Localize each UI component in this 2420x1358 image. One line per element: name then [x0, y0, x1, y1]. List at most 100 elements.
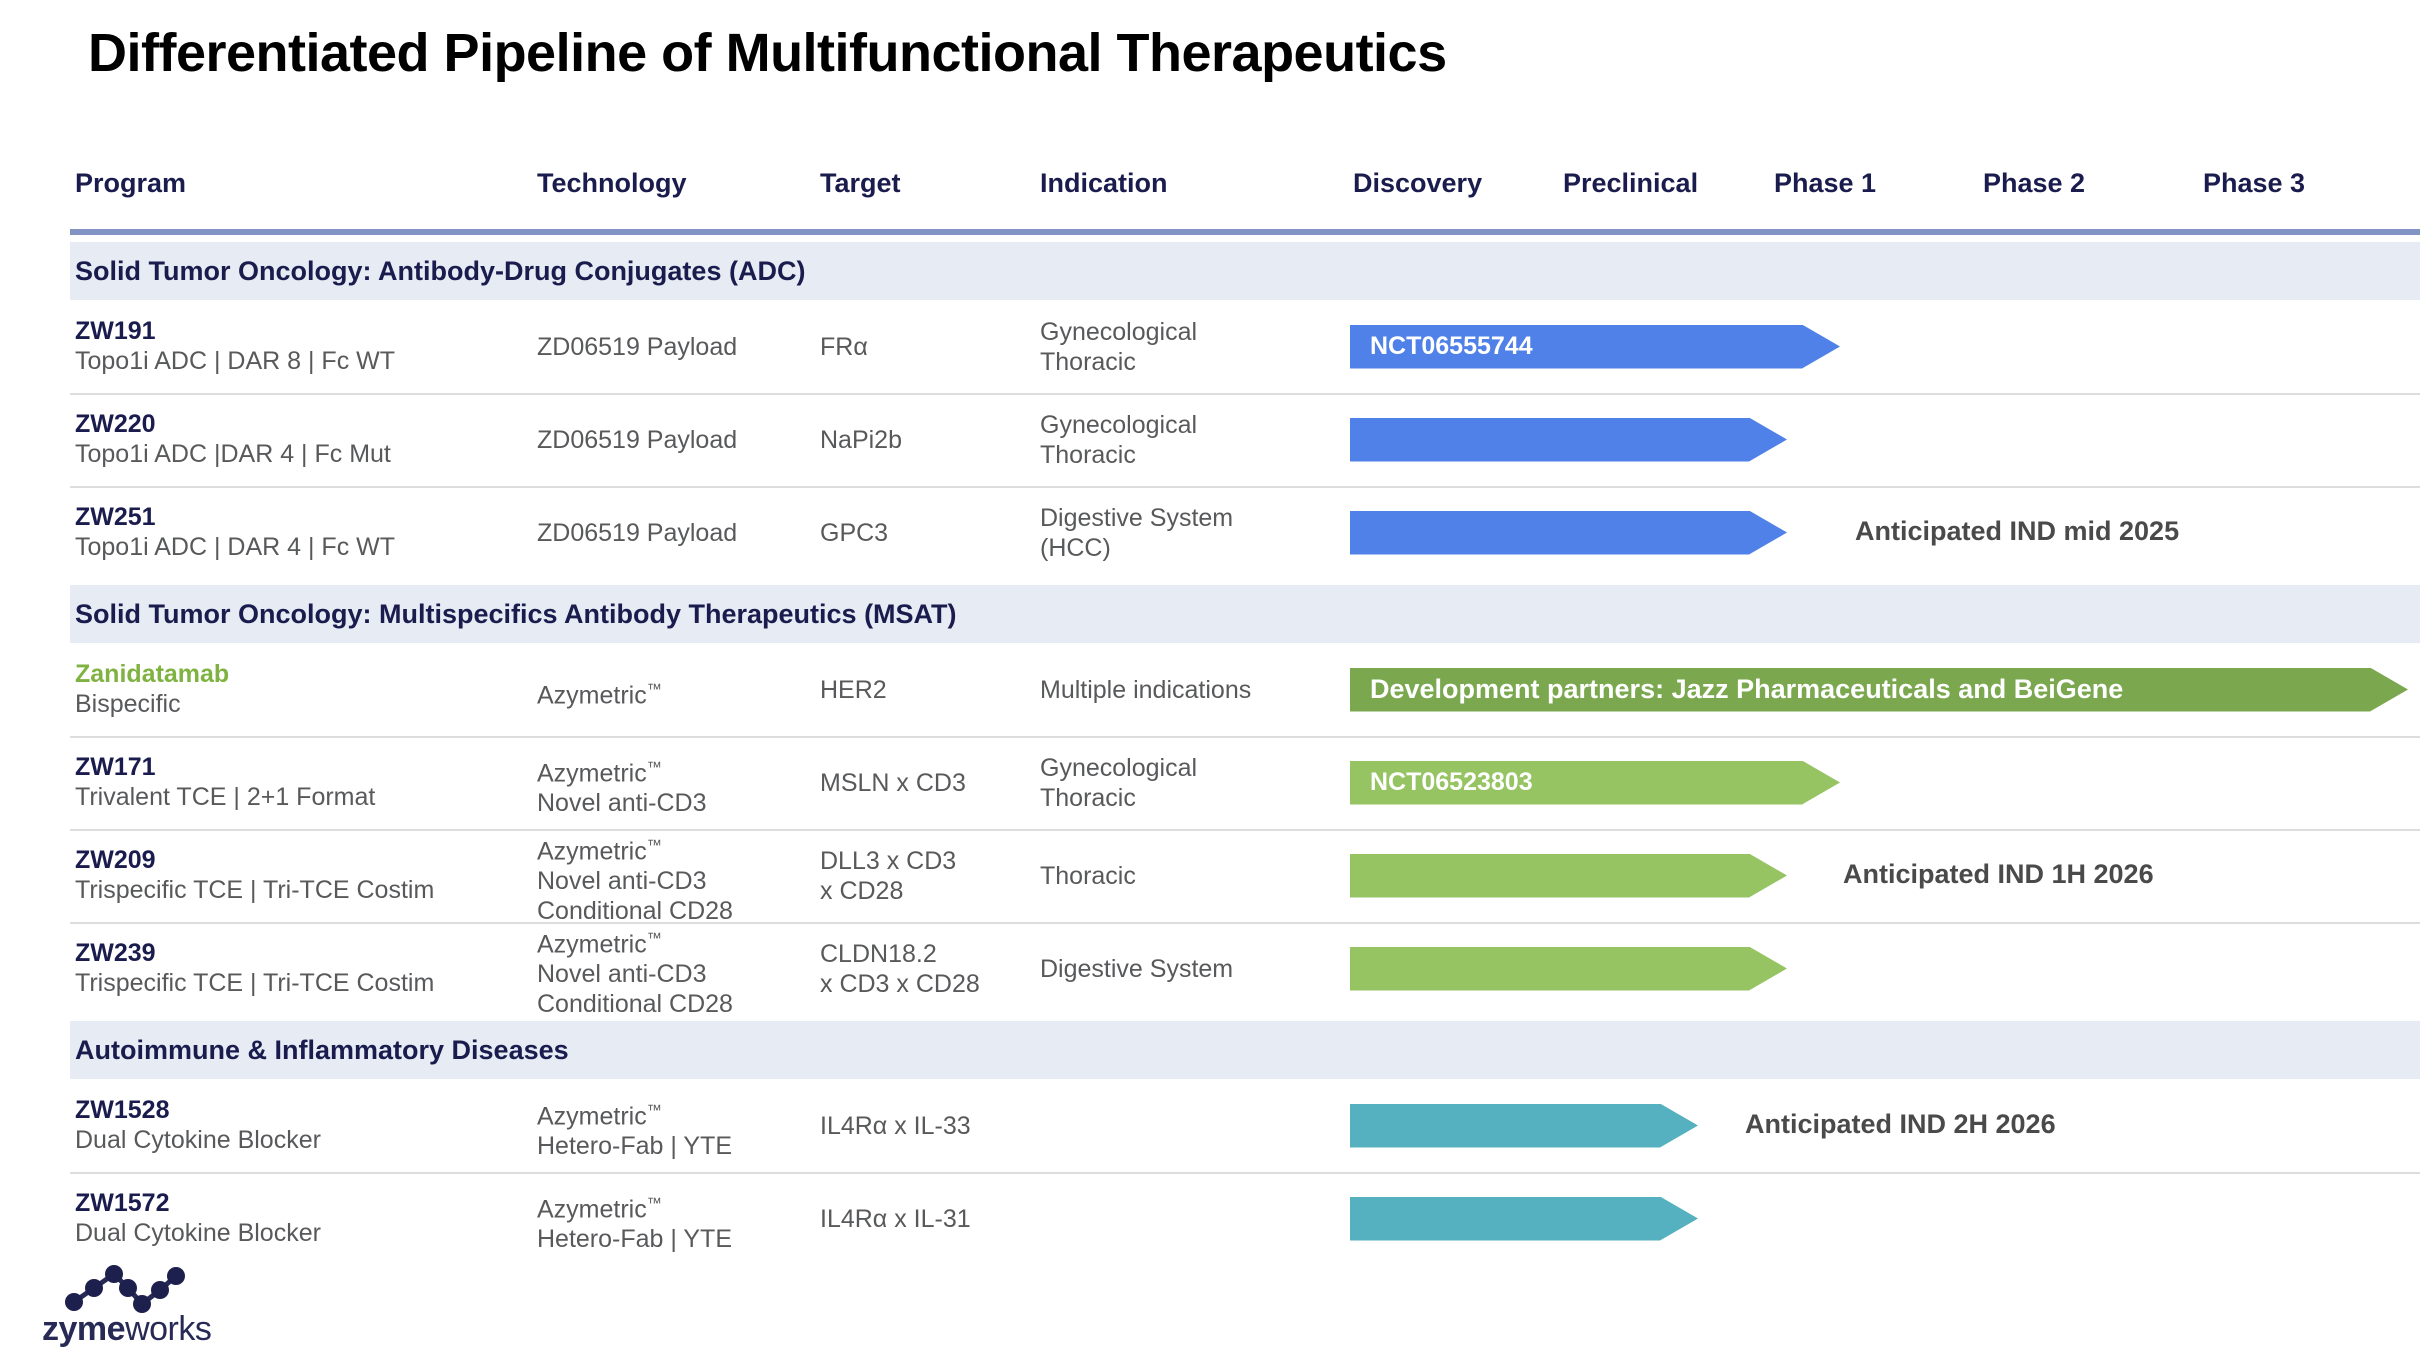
column-header-program: Program: [75, 168, 187, 198]
milestone-note: Anticipated IND mid 2025: [1855, 515, 2180, 546]
indication-cell-line: Thoracic: [1040, 347, 1136, 376]
indication-cell-line: (HCC): [1040, 533, 1111, 562]
technology-cell-line: Hetero-Fab | YTE: [537, 1131, 732, 1160]
program-name: Zanidatamab: [75, 659, 230, 688]
indication-cell: Digestive System: [1040, 954, 1233, 984]
target-cell-line: IL4Rα x IL-33: [820, 1111, 971, 1140]
table-row[interactable]: [70, 393, 2420, 486]
indication-cell-line: Gynecological: [1040, 410, 1198, 439]
technology-cell-line: Azymetric™: [537, 680, 662, 709]
target-cell-line: HER2: [820, 675, 887, 704]
table-column-headers: Program Technology Target Indication Discove…: [0, 168, 2420, 224]
section-header-adc: Solid Tumor Oncology: Antibody-Drug Conj…: [70, 242, 2420, 300]
table-row[interactable]: [70, 300, 2420, 393]
column-header-indication: Indication: [1040, 168, 1168, 198]
phase-bar[interactable]: [1350, 1103, 1698, 1148]
technology-cell-line: Azymetric™: [537, 836, 662, 865]
phase-bar[interactable]: [1350, 510, 1787, 555]
section-header-label: Solid Tumor Oncology: Multispecifics Ant…: [75, 598, 957, 629]
phase-bar[interactable]: Development partners: Jazz Pharmaceutica…: [1350, 667, 2408, 712]
phase-bar[interactable]: [1350, 1196, 1698, 1241]
column-header-technology: Technology: [537, 168, 687, 198]
program-name: ZW1528: [75, 1095, 170, 1124]
program-subtitle: Dual Cytokine Blocker: [75, 1125, 321, 1154]
indication-cell: Thoracic: [1040, 861, 1136, 891]
row-separator: [70, 829, 2420, 831]
zymeworks-logo: zymeworks: [42, 1258, 272, 1350]
indication-cell-line: Multiple indications: [1040, 675, 1252, 704]
milestone-note: Anticipated IND 1H 2026: [1843, 858, 2154, 889]
logo-node-graphic: [65, 1265, 185, 1313]
phase-bar[interactable]: [1350, 417, 1787, 462]
target-cell-line: x CD3 x CD28: [820, 969, 980, 998]
indication-cell-line: Thoracic: [1040, 440, 1136, 469]
table-row[interactable]: [70, 736, 2420, 829]
technology-cell-line: Azymetric™: [537, 1194, 662, 1223]
technology-cell-line: ZD06519 Payload: [537, 518, 738, 547]
indication-cell-line: Digestive System: [1040, 503, 1234, 532]
technology-cell-line: Hetero-Fab | YTE: [537, 1224, 732, 1253]
table-row[interactable]: [70, 1079, 2420, 1172]
indication-cell-line: Gynecological: [1040, 317, 1198, 346]
indication-cell: Multiple indications: [1040, 675, 1251, 705]
phase-bar[interactable]: [1350, 853, 1787, 898]
target-cell: HER2: [820, 675, 887, 705]
technology-cell-line: Azymetric™: [537, 929, 662, 958]
technology-cell-line: Novel anti-CD3: [537, 866, 707, 895]
technology-cell-line: Azymetric™: [537, 758, 662, 787]
logo-wordmark-bold: zyme: [42, 1310, 126, 1348]
technology-cell-line: Novel anti-CD3: [537, 788, 707, 817]
target-cell: MSLN x CD3: [820, 768, 966, 798]
section-header-msat: Solid Tumor Oncology: Multispecifics Ant…: [70, 585, 2420, 643]
technology-cell: ZD06519 Payload: [537, 425, 737, 455]
column-header-phase-3: Phase 3: [2203, 168, 2306, 198]
program-subtitle: Bispecific: [75, 689, 181, 718]
target-cell: IL4Rα x IL-33: [820, 1111, 971, 1141]
section-header-label: Autoimmune & Inflammatory Diseases: [75, 1034, 569, 1065]
indication-cell-line: Thoracic: [1040, 861, 1136, 890]
pipeline-table: Program Technology Target Indication Discove…: [0, 168, 2420, 235]
program-name: ZW251: [75, 502, 156, 531]
program-name: ZW220: [75, 409, 156, 438]
indication-cell: Digestive System(HCC): [1040, 503, 1233, 563]
column-header-phase-1: Phase 1: [1774, 168, 1877, 198]
program-subtitle: Topo1i ADC |DAR 4 | Fc Mut: [75, 439, 391, 468]
phase-bar[interactable]: NCT06523803: [1350, 760, 1840, 805]
row-separator: [70, 393, 2420, 395]
phase-bar-label: NCT06523803: [1370, 768, 1533, 796]
target-cell: NaPi2b: [820, 425, 902, 455]
phase-bar-label: NCT06555744: [1370, 332, 1533, 360]
column-header-target: Target: [820, 168, 901, 198]
target-cell-line: CLDN18.2: [820, 939, 937, 968]
target-cell: GPC3: [820, 518, 888, 548]
target-cell-line: GPC3: [820, 518, 889, 547]
program-name: ZW239: [75, 938, 156, 967]
phase-bar[interactable]: [1350, 946, 1787, 991]
technology-cell-line: Azymetric™: [537, 1101, 662, 1130]
target-cell-line: x CD28: [820, 876, 904, 905]
page-title: Differentiated Pipeline of Multifunction…: [88, 23, 1447, 83]
technology-cell-line: ZD06519 Payload: [537, 332, 738, 361]
row-separator: [70, 486, 2420, 488]
program-subtitle: Trispecific TCE | Tri-TCE Costim: [75, 968, 435, 997]
table-row[interactable]: [70, 1172, 2420, 1265]
program-subtitle: Dual Cytokine Blocker: [75, 1218, 321, 1247]
indication-cell-line: Thoracic: [1040, 783, 1136, 812]
program-subtitle: Topo1i ADC | DAR 8 | Fc WT: [75, 346, 396, 375]
target-cell-line: NaPi2b: [820, 425, 902, 454]
phase-bar[interactable]: NCT06555744: [1350, 324, 1840, 369]
column-header-discovery: Discovery: [1353, 168, 1483, 198]
header-rule: [70, 229, 2420, 235]
technology-cell-line: Conditional CD28: [537, 989, 733, 1018]
